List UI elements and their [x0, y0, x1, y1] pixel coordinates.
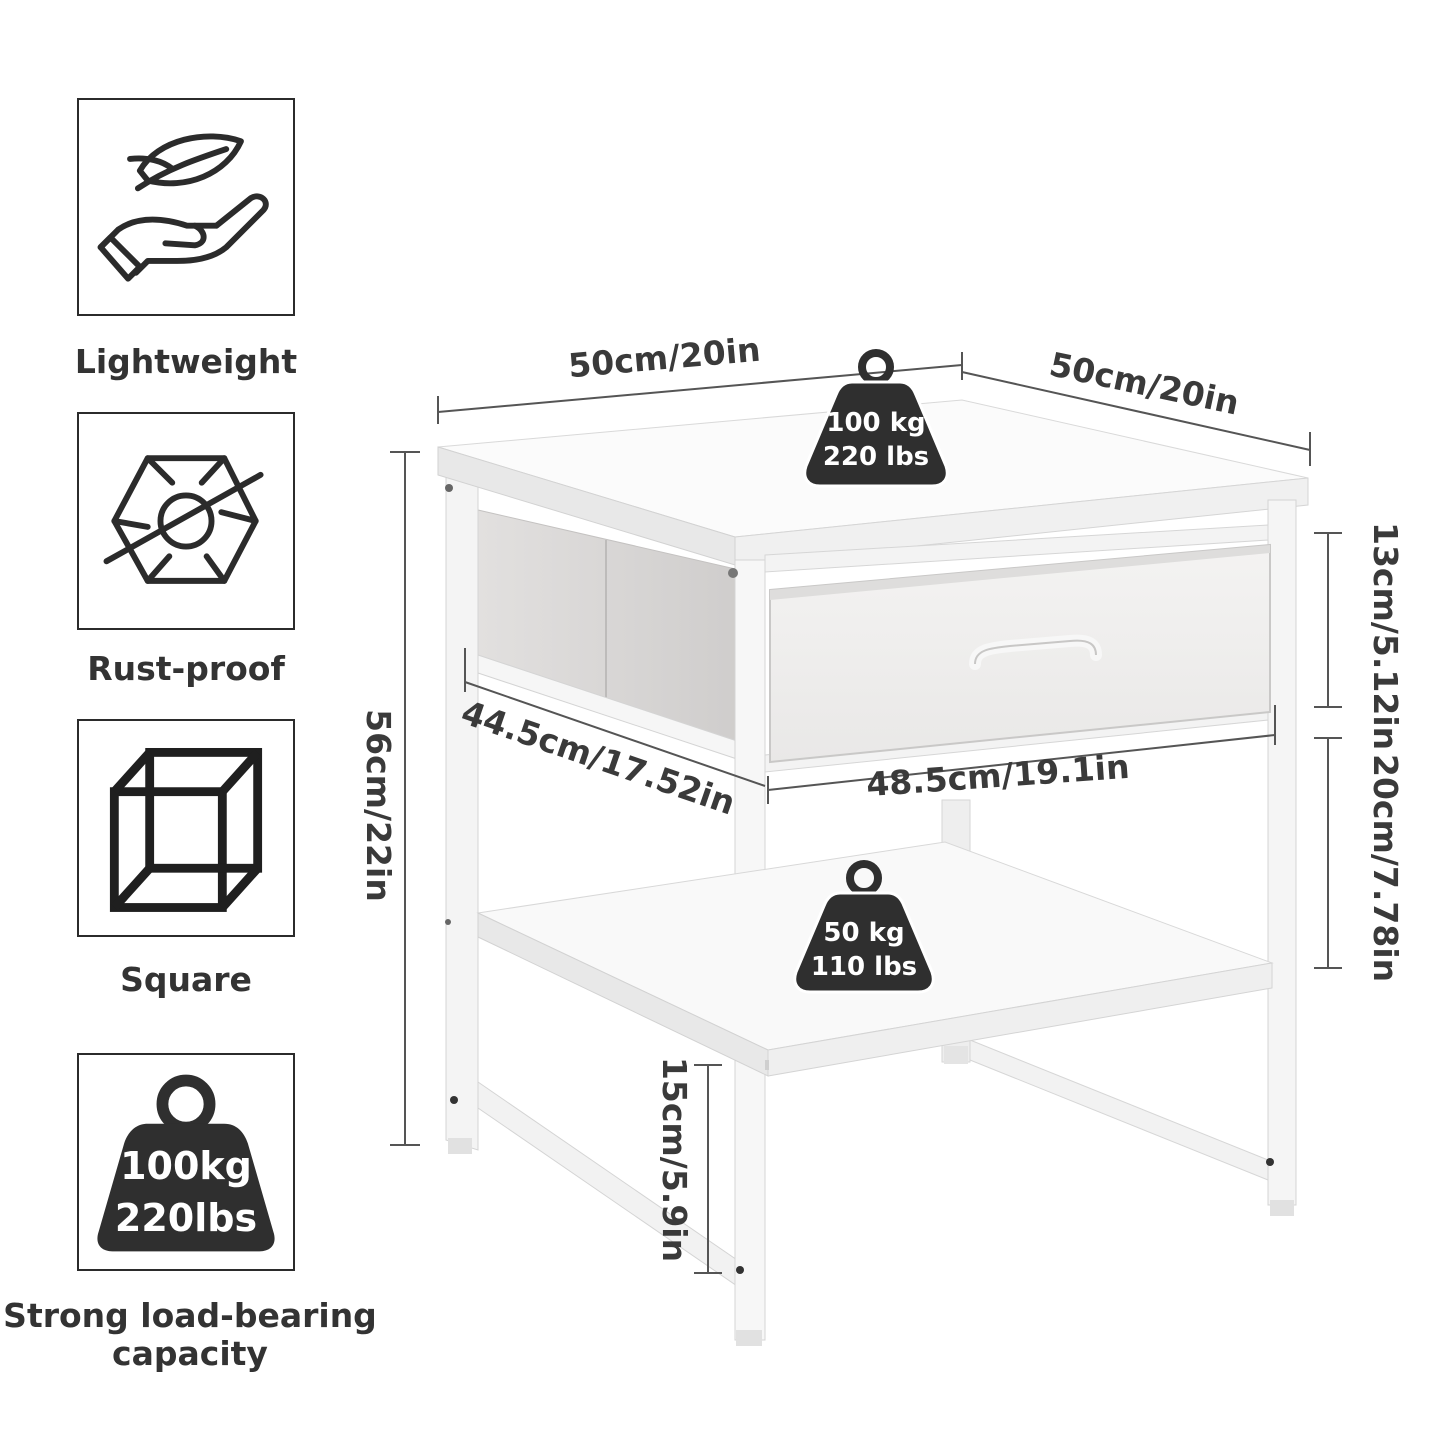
- dim-line-top-width: [437, 364, 963, 413]
- feature-label-load-bearing: Strong load-bearing capacity: [3, 1296, 377, 1373]
- feature-box-square: [77, 719, 295, 937]
- shelf-load-weight-icon: [793, 860, 935, 994]
- feature-box-lightweight: [77, 98, 295, 316]
- dim-label-shelf-gap: 20cm/7.78in: [1366, 754, 1405, 983]
- dim-line-inner-depth: [464, 681, 766, 787]
- dim-label-height: 56cm/22in: [358, 709, 398, 902]
- front-leg-right: [1267, 499, 1297, 1206]
- cube-icon: [109, 747, 263, 912]
- dim-line-top-depth: [961, 371, 1311, 451]
- top-load-weight-icon: [803, 349, 949, 488]
- leaf-hand-icon: [97, 133, 269, 282]
- back-foot-right: [944, 1046, 968, 1064]
- feature-label-rust-proof: Rust-proof: [87, 649, 285, 688]
- feature-box-load-bearing: 100kg 220lbs: [77, 1053, 295, 1271]
- dim-label-drawer-height: 13cm/5.12in: [1366, 522, 1405, 751]
- weight-icon-lbs: 220lbs: [114, 1196, 258, 1240]
- top-load-lbs: 220 lbs: [822, 442, 930, 472]
- feature-label-lightweight: Lightweight: [74, 342, 298, 381]
- weight-icon: [97, 1074, 275, 1252]
- shelf-load-lbs: 110 lbs: [810, 952, 918, 982]
- shelf-load-kg: 50 kg: [823, 918, 905, 948]
- feature-label-square: Square: [120, 960, 252, 999]
- rust-proof-hexagon-icon: [103, 455, 264, 584]
- top-load-kg: 100 kg: [826, 408, 926, 438]
- feature-box-rust-proof: [77, 412, 295, 630]
- dim-line-drawer-width: [767, 734, 1276, 791]
- weight-icon-kg: 100kg: [120, 1144, 252, 1188]
- drawer-front: [769, 543, 1271, 764]
- dim-label-leg-clearance: 15cm/5.9in: [655, 1056, 695, 1263]
